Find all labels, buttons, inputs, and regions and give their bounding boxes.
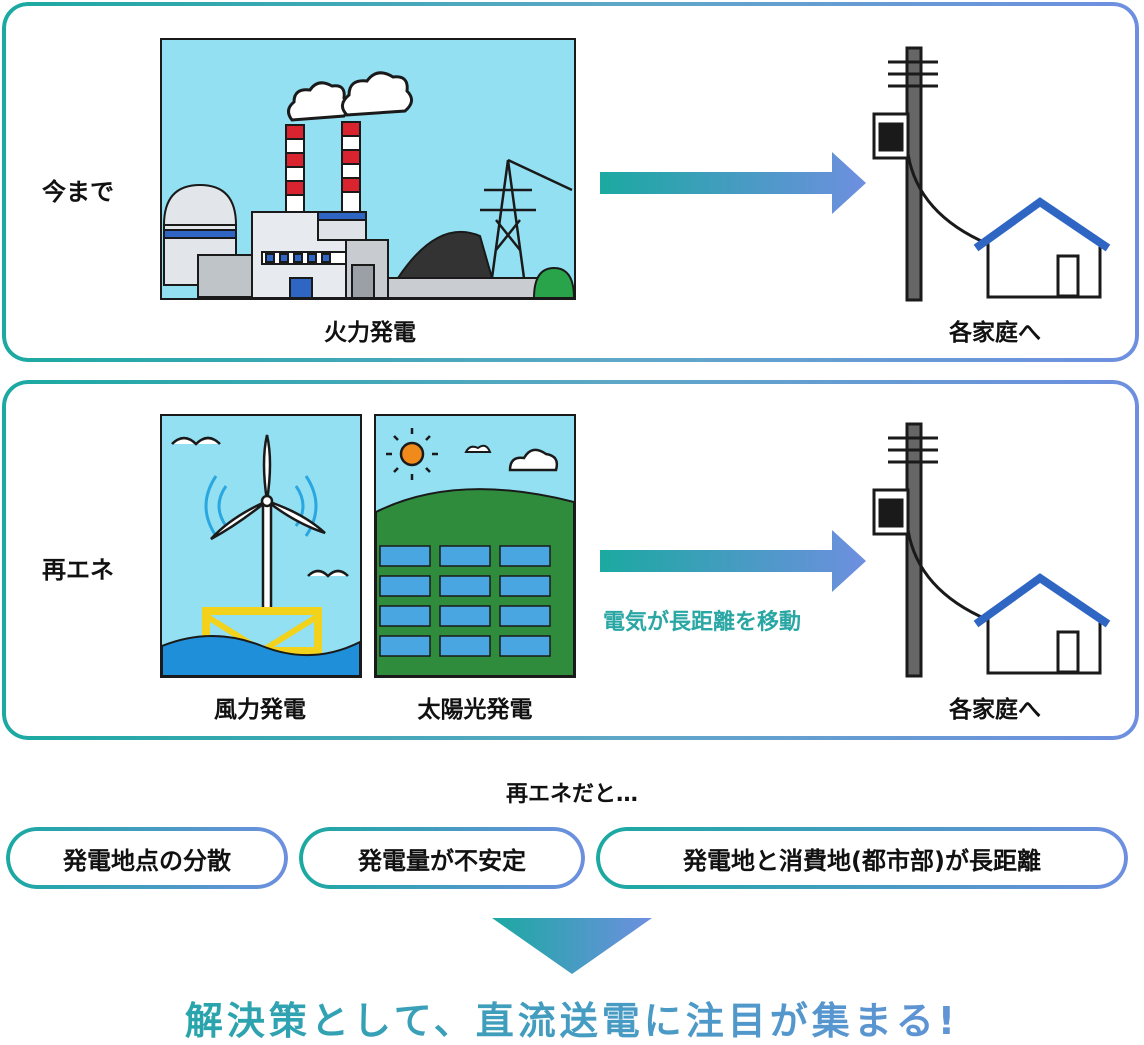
wind-caption: 風力発電 — [214, 697, 306, 723]
thermal-plant-illustration — [160, 38, 576, 300]
problem-pill: 発電地と消費地(都市部)が長距離 — [596, 827, 1128, 889]
problem-text: 発電地と消費地(都市部)が長距離 — [683, 846, 1041, 875]
problem-pill: 発電地点の分散 — [6, 827, 288, 889]
row-label-before: 今まで — [42, 178, 114, 206]
solar-caption: 太陽光発電 — [417, 697, 533, 723]
problem-text: 発電量が不安定 — [358, 846, 526, 875]
problem-pill: 発電量が不安定 — [299, 827, 585, 889]
destination-caption: 各家庭へ — [949, 697, 1041, 723]
transmission-note: 電気が長距離を移動 — [603, 610, 802, 635]
headline: 解決策として、直流送電に注目が集まる! — [0, 990, 1144, 1045]
thermal-caption: 火力発電 — [324, 320, 416, 346]
wind-turbine-icon — [162, 434, 360, 676]
factory-icon — [162, 71, 574, 298]
problem-text: 発電地点の分散 — [63, 846, 231, 875]
utility-pole-house-icon — [872, 46, 1111, 302]
solar-farm-illustration — [374, 414, 576, 678]
row-label-renewable: 再エネ — [42, 556, 114, 584]
arrow-right-icon — [600, 530, 866, 592]
destination-caption: 各家庭へ — [949, 320, 1041, 346]
solar-panel-icon — [376, 428, 574, 676]
wind-turbine-illustration — [160, 414, 362, 678]
subtitle: 再エネだと… — [505, 782, 638, 807]
utility-pole-house-icon — [872, 422, 1111, 678]
arrow-down-icon — [492, 918, 652, 974]
arrow-right-icon — [600, 152, 866, 214]
